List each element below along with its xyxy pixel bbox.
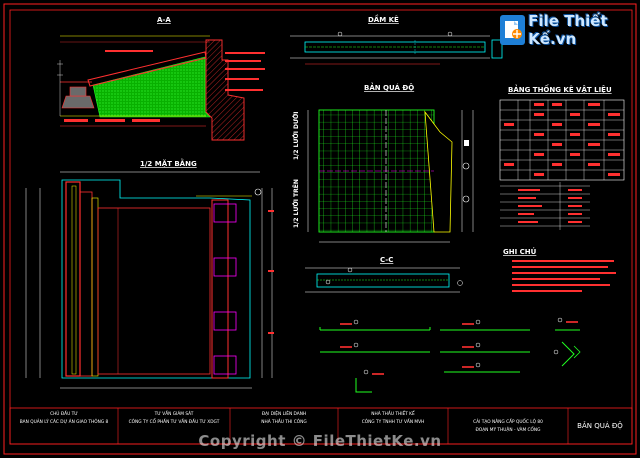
drawing-frame-outer <box>3 3 637 455</box>
beam-title: DẦM KÊ <box>368 14 399 24</box>
tb-investor-role: CHỦ ĐẦU TƯ <box>50 409 78 417</box>
tb-designer-role: NHÀ THẦU THIẾT KẾ <box>371 409 415 417</box>
beam-view: DẦM KÊ <box>290 14 503 65</box>
slab-bar-mark-b <box>462 195 470 203</box>
beam-cross-section <box>491 39 503 59</box>
slab-title: BẢN QUÁ ĐỘ <box>364 82 414 92</box>
half-plan-section-mark <box>254 188 262 196</box>
half-plan-view: 1/2 MẶT BẰNG <box>25 158 274 389</box>
logo-brand-text: File Thiết Kế.vn <box>528 12 608 48</box>
section-cc-slab <box>316 273 450 288</box>
material-table-title: BẢNG THỐNG KÊ VẬT LIỆU <box>508 84 612 94</box>
beam-bar-mark-1 <box>337 31 343 37</box>
title-block: CHỦ ĐẦU TƯ BAN QUẢN LÝ CÁC DỰ ÁN GIAO TH… <box>9 407 633 445</box>
slab-label-mesh-upper: 1/2 LƯỚI TRÊN <box>292 179 300 228</box>
half-plan-left-abutment <box>65 181 81 377</box>
slab-plan-view: BẢN QUÁ ĐỘ 1/2 LƯỚI DƯỚI 1/2 LƯỚI TRÊN <box>292 82 474 243</box>
half-plan-title: 1/2 MẶT BẰNG <box>140 158 197 168</box>
section-aa-backfill <box>92 56 211 118</box>
section-cc-title: C-C <box>380 256 393 264</box>
logo-icon <box>500 15 526 45</box>
slab-bar-mark-a <box>462 162 470 170</box>
material-table: BẢNG THỐNG KÊ VẬT LIỆU <box>499 84 625 230</box>
section-aa-sleeper-beam <box>61 95 95 109</box>
section-cc-view: C-C <box>305 256 463 293</box>
notes-block: GHI CHÚ <box>503 247 616 292</box>
site-logo: File Thiết Kế.vn <box>500 12 640 48</box>
tb-investor-name: BAN QUẢN LÝ CÁC DỰ ÁN GIAO THÔNG 8 <box>20 417 109 425</box>
half-plan-slab-area <box>97 207 211 375</box>
tb-drawing-title: BẢN QUÁ ĐỘ <box>577 421 623 430</box>
section-aa-view: A-A <box>57 16 265 141</box>
tb-project-line2: ĐOẠN MỸ THUẬN - VÀM CỐNG <box>476 425 541 433</box>
tb-supervisor-role: TƯ VẤN GIÁM SÁT <box>154 409 194 417</box>
slab-label-mesh-lower: 1/2 LƯỚI DƯỚI <box>293 112 300 161</box>
half-plan-right-beam <box>211 199 229 379</box>
tb-contractor-role: ĐẠI DIỆN LIÊN DANH <box>262 409 306 417</box>
half-plan-outline <box>61 179 251 379</box>
section-aa-title: A-A <box>157 16 171 24</box>
tb-supervisor-name: CÔNG TY CỔ PHẦN TƯ VẤN ĐẦU TƯ XDGT <box>129 417 220 425</box>
tb-project-line1: CẢI TẠO NÂNG CẤP QUỐC LỘ 80 <box>473 417 543 425</box>
notes-title: GHI CHÚ <box>503 247 537 256</box>
slab-skew-edge <box>424 110 453 233</box>
tb-designer-name: CÔNG TY TNHH TƯ VẤN MVH <box>362 417 425 425</box>
tb-contractor-name: NHÀ THẦU THI CÔNG <box>261 417 306 425</box>
rebar-shape-details <box>319 317 581 393</box>
